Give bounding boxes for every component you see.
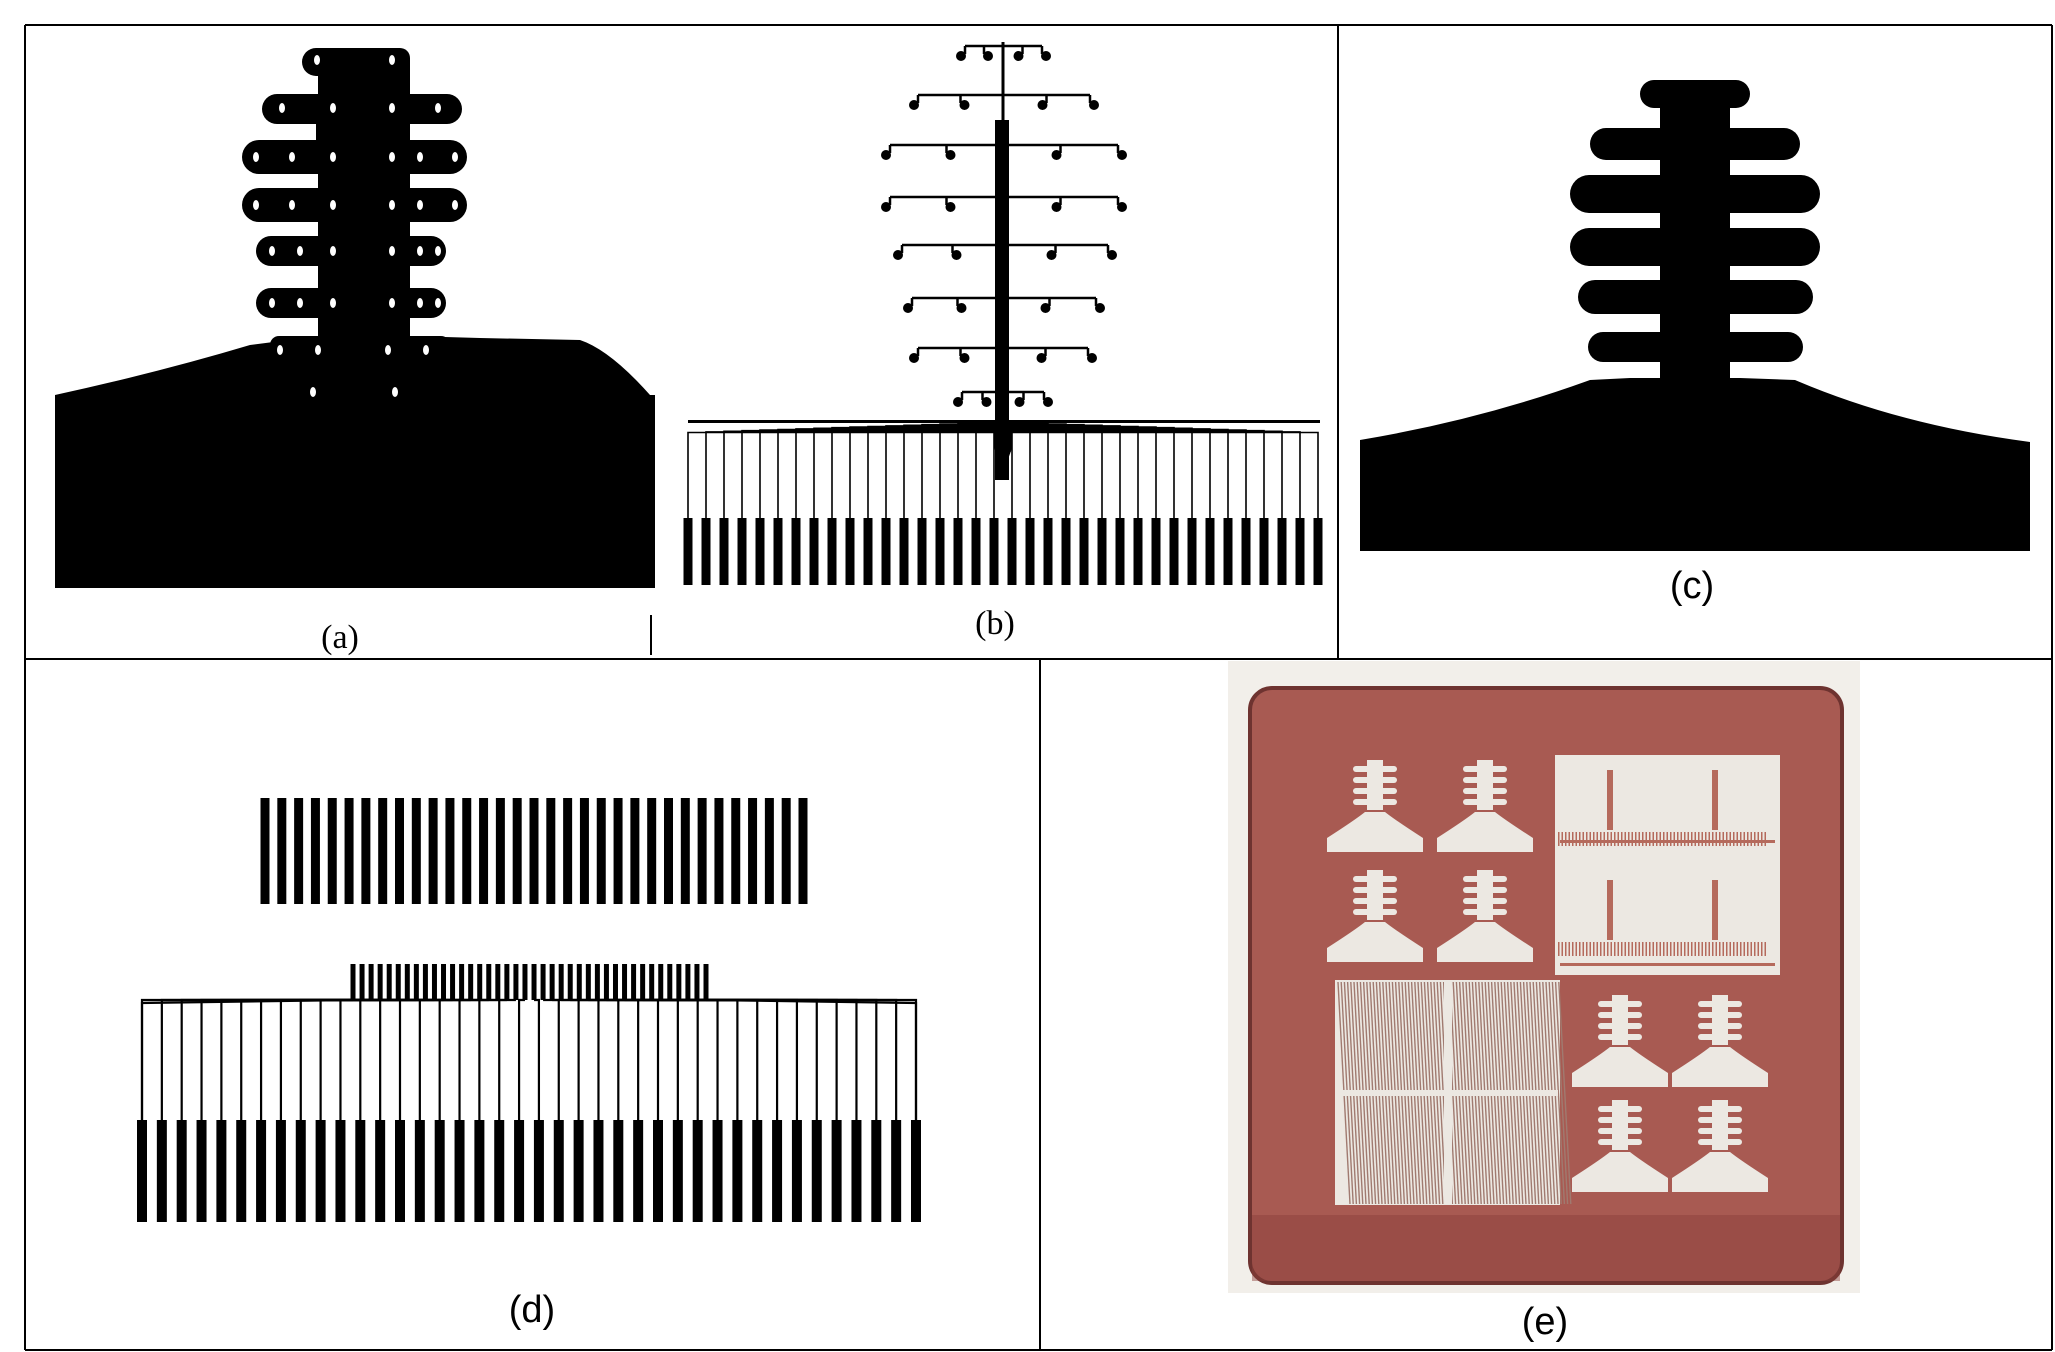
panel-c-caption: (c)	[1669, 565, 1715, 607]
panel-b-caption: (b)	[975, 605, 1015, 642]
panel-e-caption: (e)	[1521, 1301, 1569, 1343]
panel-d-caption: (d)	[508, 1289, 556, 1331]
panel-a-caption: (a)	[321, 619, 359, 656]
